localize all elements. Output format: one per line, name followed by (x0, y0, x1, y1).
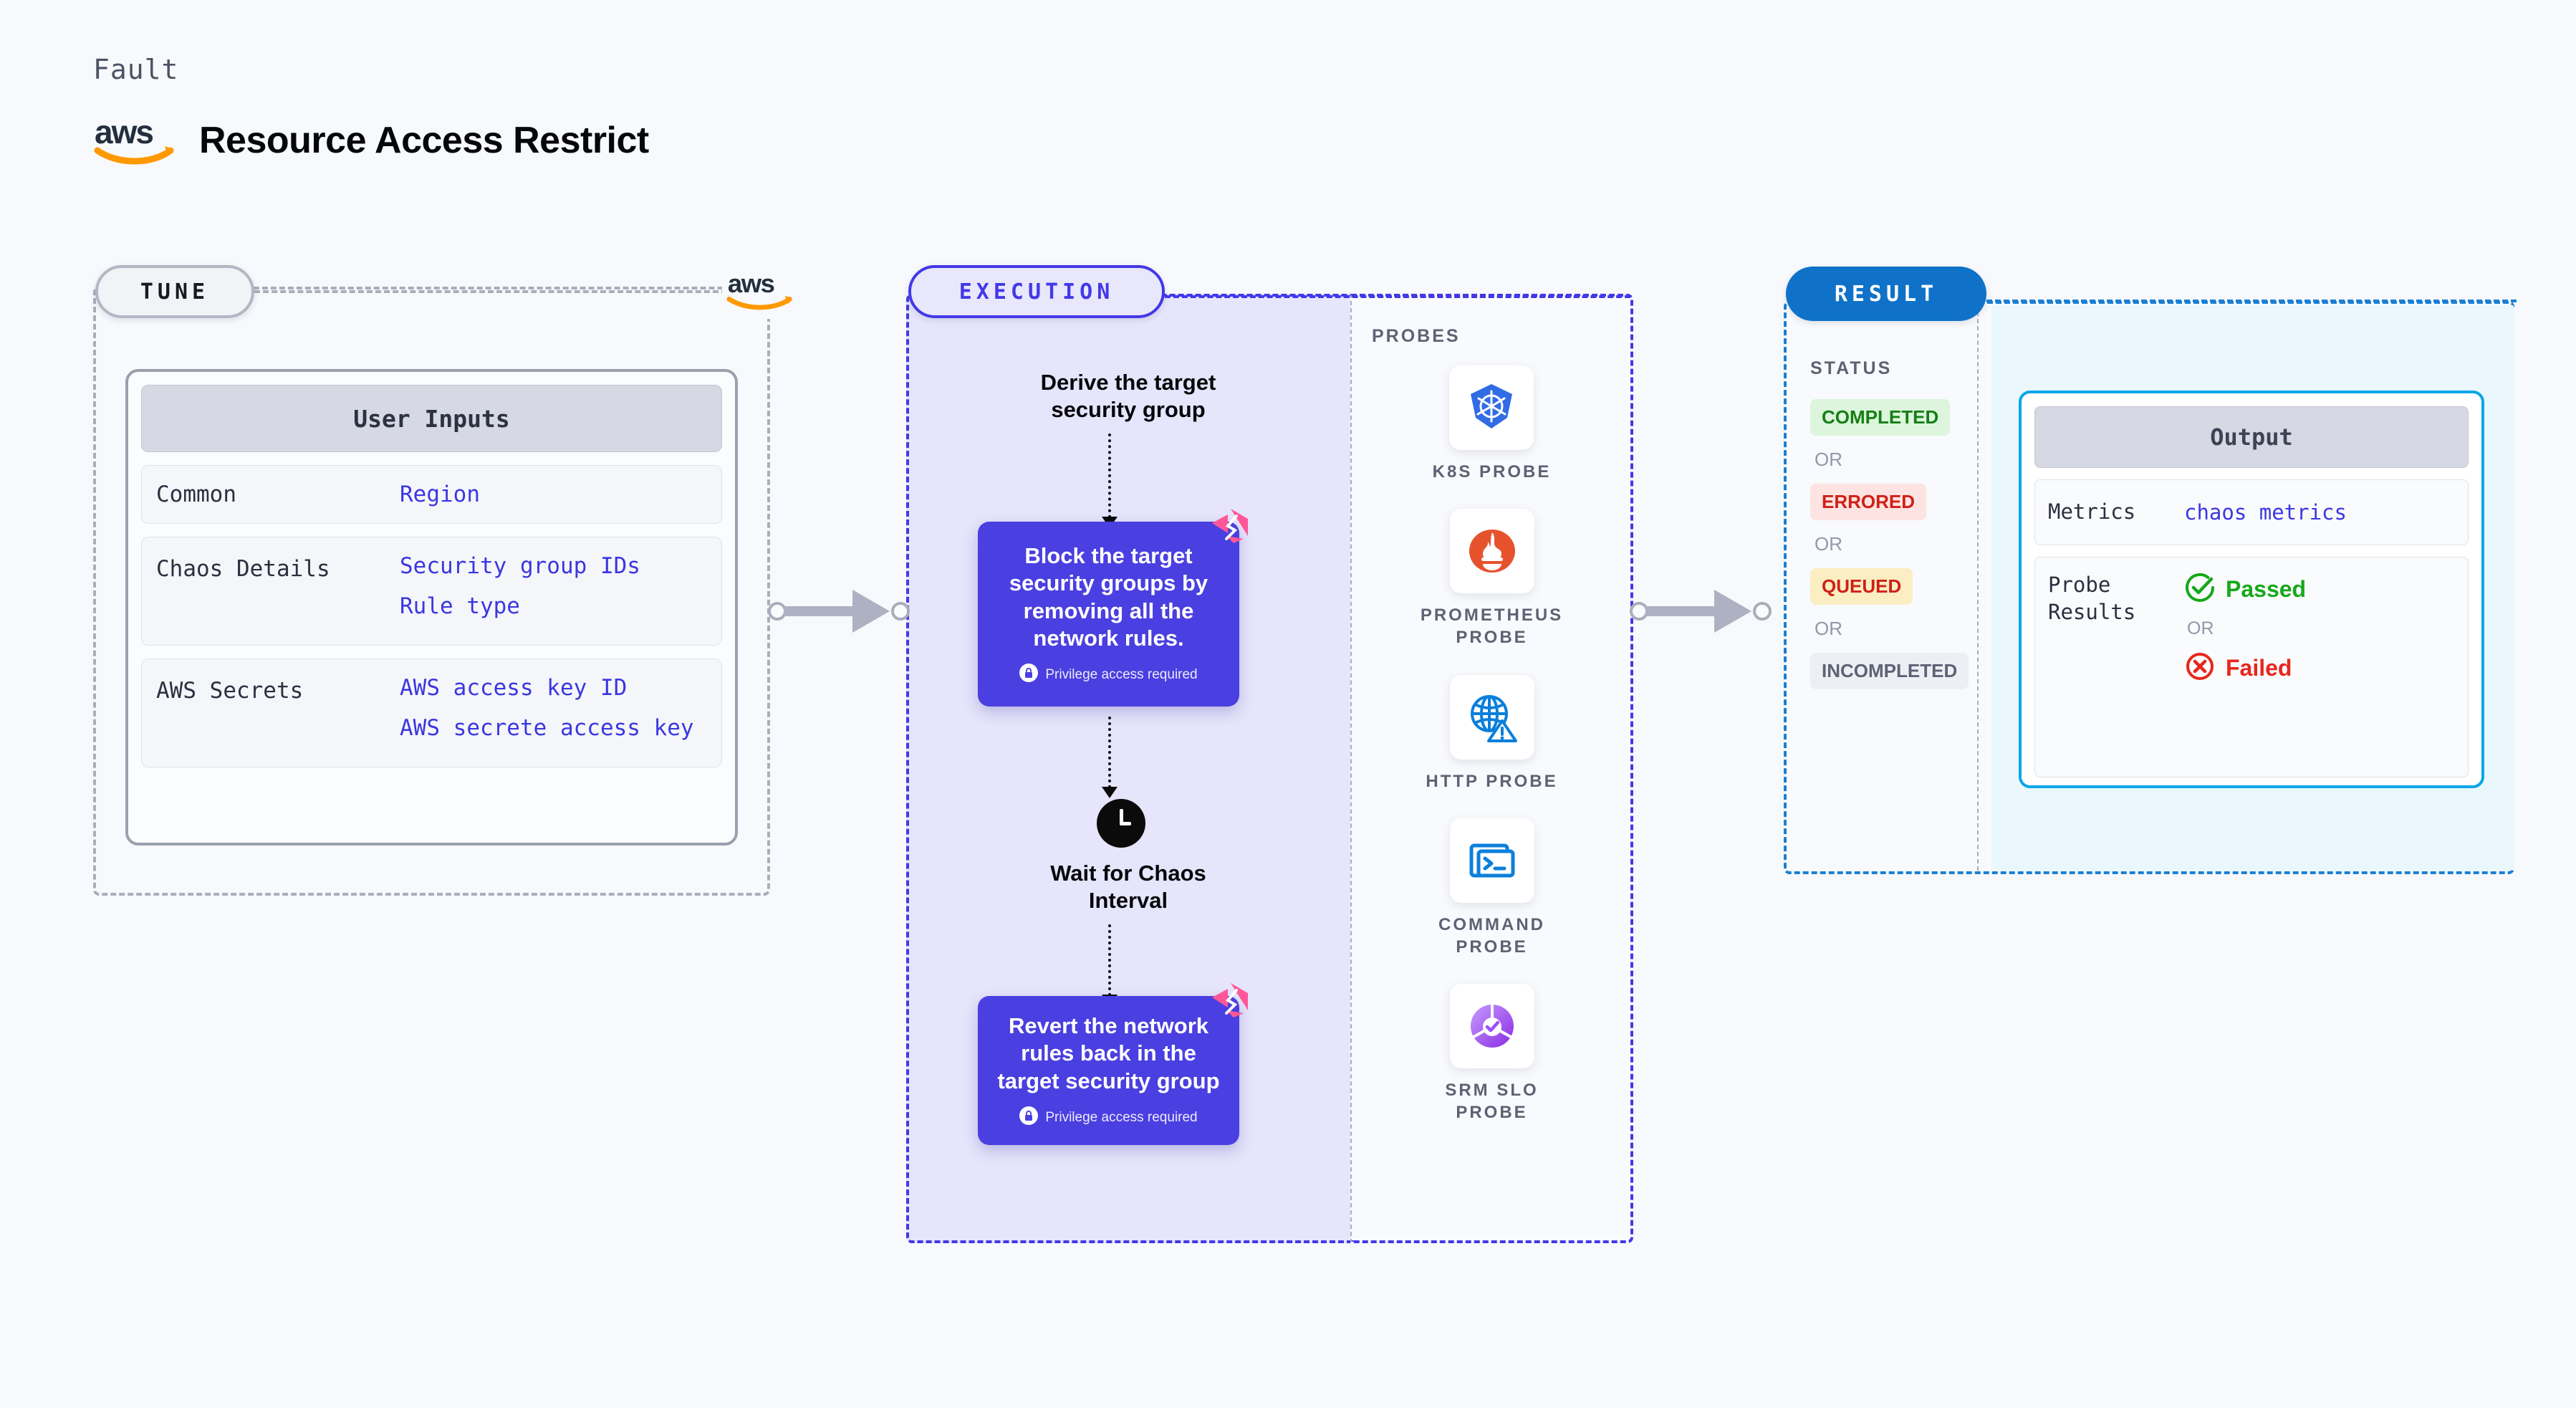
or-separator: OR (1815, 533, 1842, 555)
execution-dashed-connector (1165, 295, 1630, 298)
user-input-row-aws-secrets[interactable]: AWS Secrets AWS access key ID AWS secret… (141, 658, 722, 767)
status-badge-incompleted: INCOMPLETED (1810, 653, 1969, 689)
or-separator: OR (1815, 618, 1842, 639)
probe-label: COMMAND PROBE (1438, 914, 1545, 957)
or-separator: OR (1815, 449, 1842, 470)
caption-line-1: Derive the target (1040, 370, 1216, 395)
output-row-probe-results: Probe Results Passed OR (2034, 557, 2469, 777)
srm-slo-icon (1449, 984, 1534, 1069)
page-title: Resource Access Restrict (199, 120, 649, 161)
output-row-metrics[interactable]: Metrics chaos metrics (2034, 479, 2469, 545)
connector-execution-to-result (1630, 588, 1773, 635)
lock-icon (1019, 1106, 1039, 1129)
execution-step-caption: Derive the target security group (963, 369, 1293, 423)
probe-item-command[interactable]: COMMAND PROBE (1410, 818, 1575, 958)
flow-arrow-down (1102, 717, 1118, 798)
tune-panel-label: TUNE (95, 265, 254, 318)
execution-panel-label: EXECUTION (908, 265, 1165, 318)
tune-dashed-connector (254, 290, 727, 293)
x-circle-icon (2184, 651, 2216, 686)
flow-arrow-down (1102, 924, 1118, 1006)
result-column-divider (1977, 305, 1979, 871)
probe-item-k8s[interactable]: K8S PROBE (1433, 365, 1552, 483)
caption-line-2: Interval (1088, 887, 1168, 913)
status-title: STATUS (1810, 358, 1893, 378)
probe-result-passed: Passed (2184, 572, 2306, 607)
or-separator: OR (2187, 618, 2214, 638)
user-inputs-card: User Inputs Common Region Chaos Details … (125, 369, 738, 846)
globe-warning-icon (1449, 674, 1534, 760)
probe-label: HTTP PROBE (1426, 771, 1558, 791)
caption-line-2: security group (1051, 396, 1206, 422)
probe-result-passed-text: Passed (2226, 576, 2307, 602)
probe-label: K8S PROBE (1432, 462, 1552, 482)
status-badge-completed: COMPLETED (1810, 399, 1951, 436)
result-dashed-connector (1986, 300, 2517, 302)
output-card: Output Metrics chaos metrics Probe Resul… (2019, 391, 2484, 788)
row-label: Common (156, 482, 236, 507)
connector-tune-to-execution (768, 588, 911, 635)
terminal-icon (1449, 818, 1534, 903)
user-input-row-chaos-details[interactable]: Chaos Details Security group IDs Rule ty… (141, 537, 722, 646)
aws-logo-icon: aws (93, 113, 179, 166)
action-card-title: Block the target security groups by remo… (1009, 542, 1208, 651)
probes-title: PROBES (1372, 326, 1461, 346)
status-badge-errored: ERRORED (1810, 484, 1927, 520)
harness-logo-icon (1209, 507, 1249, 545)
user-input-row-common[interactable]: Common Region (141, 465, 722, 524)
kubernetes-icon (1449, 365, 1534, 450)
user-inputs-title: User Inputs (141, 385, 722, 452)
connector-arrowhead (852, 590, 890, 633)
connector-shaft (784, 606, 862, 616)
probe-result-failed-text: Failed (2226, 655, 2292, 681)
execution-action-card-block[interactable]: Block the target security groups by remo… (978, 509, 1248, 707)
row-label: AWS Secrets (156, 678, 304, 704)
row-value[interactable]: Security group IDs (400, 553, 640, 579)
connector-shaft (1645, 606, 1724, 616)
probe-result-failed: Failed (2184, 651, 2306, 686)
prometheus-icon (1449, 509, 1534, 594)
connector-start-dot (1630, 602, 1648, 621)
svg-text:aws: aws (728, 269, 774, 298)
page-eyebrow: Fault (93, 54, 179, 85)
lock-icon (1019, 664, 1039, 686)
row-label: Chaos Details (156, 556, 330, 582)
probe-label: PROMETHEUS PROBE (1420, 605, 1564, 648)
status-column: STATUS COMPLETED OR ERRORED OR QUEUED OR… (1810, 358, 1975, 689)
privilege-note: Privilege access required (1019, 1106, 1198, 1129)
probe-label: SRM SLO PROBE (1445, 1081, 1539, 1123)
execution-wait-caption: Wait for Chaos Interval (963, 860, 1293, 914)
row-value[interactable]: Region (400, 482, 480, 507)
flow-arrow-down (1102, 434, 1118, 528)
probe-item-http[interactable]: HTTP PROBE (1426, 674, 1558, 792)
status-badge-queued: QUEUED (1810, 568, 1913, 605)
row-value[interactable]: AWS secrete access key (400, 715, 694, 741)
caption-line-1: Wait for Chaos (1050, 861, 1206, 886)
connector-end-dot (1753, 602, 1772, 621)
privilege-note: Privilege access required (1019, 664, 1198, 686)
probe-item-srm-slo[interactable]: SRM SLO PROBE (1410, 984, 1575, 1124)
output-title: Output (2034, 406, 2469, 468)
row-value[interactable]: chaos metrics (2184, 500, 2347, 525)
privilege-note-text: Privilege access required (1045, 666, 1198, 682)
page-title-row: aws Resource Access Restrict (93, 113, 649, 166)
row-value[interactable]: AWS access key ID (400, 675, 628, 701)
probes-panel (1350, 294, 1633, 1243)
svg-text:aws: aws (95, 115, 153, 150)
check-circle-icon (2184, 572, 2216, 607)
execution-action-card-revert[interactable]: Revert the network rules back in the tar… (978, 983, 1248, 1145)
probe-list: K8S PROBE PROMETHEUS PROBE (1350, 365, 1633, 1124)
action-card-title: Revert the network rules back in the tar… (997, 1012, 1220, 1093)
row-label: Probe Results (2048, 573, 2136, 624)
result-panel-label: RESULT (1786, 267, 1986, 321)
aws-logo-icon: aws (722, 262, 799, 319)
privilege-note-text: Privilege access required (1045, 1109, 1198, 1125)
connector-end-dot (891, 602, 910, 621)
harness-logo-icon (1209, 982, 1249, 1019)
row-value[interactable]: Rule type (400, 593, 520, 619)
row-label: Metrics (2048, 499, 2136, 525)
clock-icon (1097, 799, 1145, 848)
probe-item-prometheus[interactable]: PROMETHEUS PROBE (1410, 509, 1575, 648)
connector-arrowhead (1714, 590, 1751, 633)
